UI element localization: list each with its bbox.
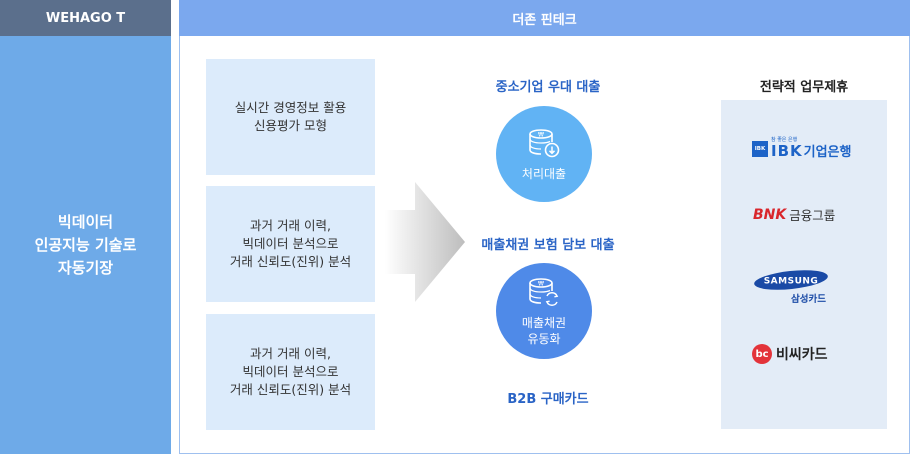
circle-2-line-2: 유동화 [527, 332, 561, 346]
input-box-3-line-2: 빅데이터 분석으로 [242, 364, 339, 379]
circle-receivable-liquidation: ₩ 매출채권 유동화 [496, 263, 592, 359]
left-header-label: WEHAGO T [45, 10, 126, 26]
database-refresh-icon: ₩ [529, 278, 559, 306]
left-header: WEHAGO T [0, 0, 171, 36]
ibk-badge: IBK [752, 140, 768, 157]
input-box-3-line-1: 과거 거래 이력, [250, 346, 331, 361]
circle-2-line-1: 매출채권 [521, 316, 567, 330]
currency-glyph: ₩ [538, 132, 544, 139]
currency-glyph-2: ₩ [538, 281, 544, 288]
partner-title: 전략적 업무제휴 [759, 80, 849, 95]
samsung-name-en: SAMSUNG [764, 277, 819, 287]
right-header-label: 더존 핀테크 [512, 12, 577, 28]
left-body: 빅데이터 인공지능 기술로 자동기장 [0, 36, 171, 454]
ibk-logo: IBK 참 좋은 은행 IBK 기업은행 [752, 138, 851, 159]
input-box-3-line-3: 거래 신뢰도(진위) 분석 [229, 382, 352, 397]
product-title-receivable-loan: 매출채권 보험 담보 대출 [481, 238, 615, 253]
ibk-name-en: IBK [771, 142, 803, 160]
partner-box [721, 100, 887, 429]
circle-loan-processing: ₩ 처리대출 [496, 106, 592, 202]
database-download-icon: ₩ [529, 129, 560, 158]
samsung-logo: SAMSUNG 삼성카드 [753, 269, 829, 305]
circle-1-label: 처리대출 [521, 167, 567, 181]
left-body-line-3: 자동기장 [57, 258, 114, 277]
bc-logo: bc 비씨카드 [752, 344, 828, 364]
right-header: 더존 핀테크 [179, 0, 910, 36]
samsung-name-ko: 삼성카드 [791, 294, 826, 305]
bc-name-ko: 비씨카드 [776, 347, 828, 363]
input-box-3: 과거 거래 이력, 빅데이터 분석으로 거래 신뢰도(진위) 분석 [206, 314, 375, 430]
ibk-slogan: 참 좋은 은행 [771, 137, 798, 143]
bnk-name-ko: 금융그룹 [789, 208, 836, 223]
input-box-2-line-2: 빅데이터 분석으로 [242, 236, 339, 251]
flow-arrow-icon [385, 182, 465, 302]
product-title-b2b-card: B2B 구매카드 [507, 392, 589, 407]
input-box-1: 실시간 경영정보 활용 신용평가 모형 [206, 59, 375, 175]
input-box-2-line-3: 거래 신뢰도(진위) 분석 [229, 254, 352, 269]
product-title-sme-loan: 중소기업 우대 대출 [495, 80, 601, 95]
input-box-1-line-1: 실시간 경영정보 활용 [234, 100, 347, 115]
left-body-line-2: 인공지능 기술로 [34, 235, 137, 254]
bc-mark: bc [752, 344, 772, 364]
input-box-2: 과거 거래 이력, 빅데이터 분석으로 거래 신뢰도(진위) 분석 [206, 186, 375, 302]
samsung-ellipse-icon: SAMSUNG [754, 270, 828, 290]
bnk-mark: BNK [753, 206, 787, 223]
input-box-1-line-2: 신용평가 모형 [254, 118, 327, 133]
bnk-logo: BNK 금융그룹 [753, 205, 835, 224]
input-box-2-line-1: 과거 거래 이력, [250, 218, 331, 233]
left-body-line-1: 빅데이터 [57, 212, 114, 231]
ibk-name-ko: 기업은행 [803, 145, 852, 160]
